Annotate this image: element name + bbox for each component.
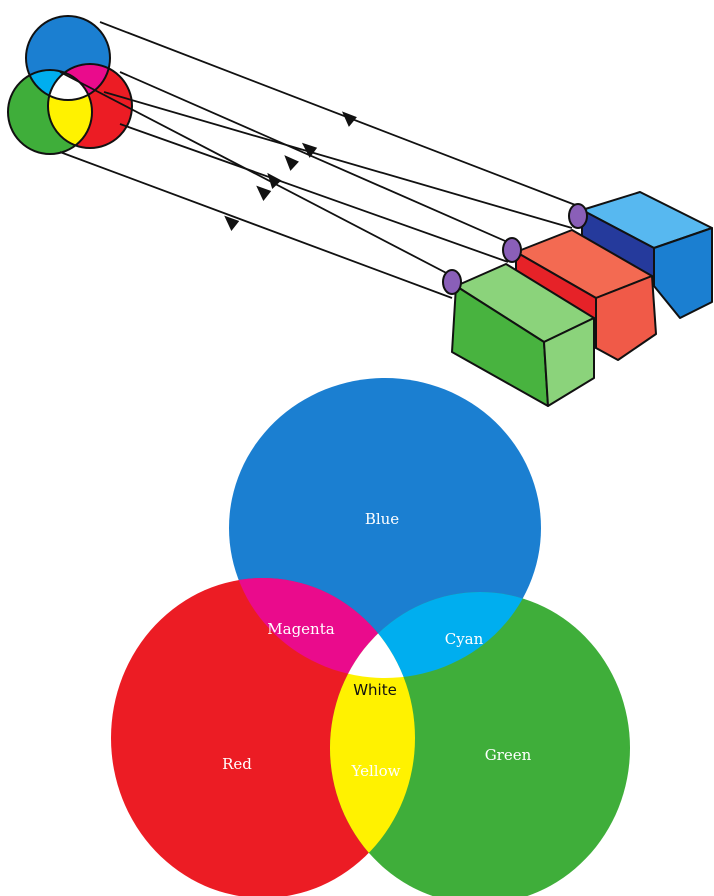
green-projector-side [543, 317, 595, 407]
label-cyan: Cyan [445, 630, 484, 648]
blue-ray-bottom [103, 91, 573, 229]
blue-projector-side [653, 227, 713, 319]
red-ray-bottom [119, 123, 509, 263]
arrowhead-icon [224, 215, 240, 231]
light-rays [59, 21, 579, 299]
blue-projector-lens [568, 203, 588, 229]
label-red: Red [222, 755, 252, 773]
green-ray-top [59, 71, 457, 279]
label-magenta: Magenta [267, 620, 334, 638]
label-blue: Blue [365, 510, 399, 528]
additive-venn-diagram: Blue Magenta Cyan White Red Yellow Green [111, 378, 630, 896]
magenta-region [229, 578, 415, 678]
label-white: White [353, 681, 397, 699]
arrowhead-icon [341, 111, 357, 127]
label-green: Green [485, 746, 532, 764]
small-color-mix [7, 15, 133, 155]
arrowhead-icon [224, 111, 357, 231]
arrowhead-icon [301, 142, 318, 158]
green-projector-lens [442, 269, 462, 295]
label-yellow: Yellow [351, 762, 401, 780]
projection-diagram [7, 15, 713, 407]
cyan-region [330, 592, 541, 678]
red-projector-side [595, 275, 657, 361]
arrowhead-icon [267, 172, 282, 190]
arrowhead-icon [256, 185, 272, 201]
red-ray-top [119, 71, 513, 245]
green-projector [442, 263, 595, 407]
red-projector-lens [502, 237, 522, 263]
blue-ray-top [99, 21, 579, 207]
arrowhead-icon [284, 155, 299, 171]
small-white-region [48, 70, 92, 100]
green-ray-bottom [59, 151, 453, 299]
